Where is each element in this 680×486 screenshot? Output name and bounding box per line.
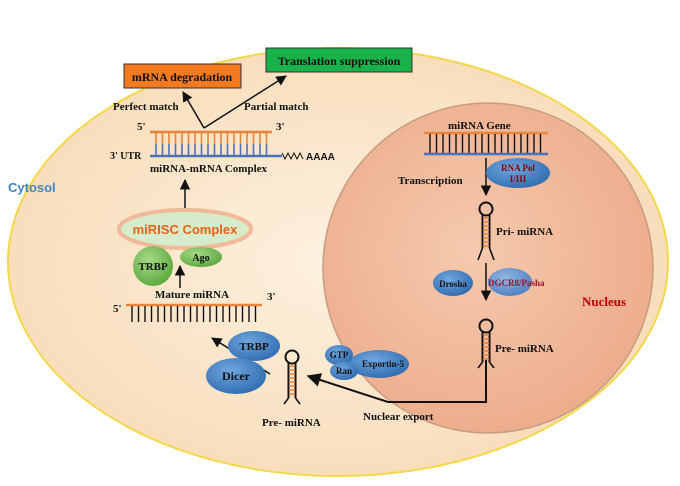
nucleus-compartment (322, 102, 654, 434)
complex-five-prime: 5' (137, 121, 146, 133)
exportin-5-label: Exportin-5 (362, 359, 405, 369)
hairpin-tail-left (283, 397, 290, 405)
dicer-label: Dicer (222, 369, 251, 383)
arrow-nuclear-export (306, 373, 389, 403)
hairpin-tail-left (477, 247, 484, 261)
pasha-name: /Pasha (518, 278, 545, 288)
rna-pol-label-line2: I/III (510, 174, 527, 184)
transcription-label: Transcription (398, 175, 463, 187)
hairpin-tail-right (488, 247, 495, 261)
dgcr8-label: DGCR8/Pasha (488, 278, 545, 288)
dicer-group-trbp-label: TRBP (239, 341, 269, 353)
perfect-match-label: Perfect match (113, 101, 179, 113)
nuclear-pre-mirna-hairpin (477, 318, 495, 369)
exportin-5 (349, 350, 409, 378)
mature-mirna-label: Mature miRNA (155, 289, 229, 301)
cytosol-pre-mirna-hairpin (283, 349, 301, 405)
complex-name: miRNA-mRNA Complex (150, 163, 268, 175)
nuclear-export-label: Nuclear export (363, 411, 434, 423)
drosha (433, 270, 473, 296)
mirisc-complex (117, 208, 253, 250)
hairpin-loop (284, 349, 300, 365)
mature-three-prime: 3' (267, 291, 276, 303)
partial-match-label: Partial match (244, 101, 308, 113)
rna-polymerase (486, 158, 550, 188)
complex-base-pairs (155, 133, 268, 155)
poly-a-tail (281, 151, 304, 161)
drosha-label: Drosha (439, 279, 467, 289)
hairpin-tail-right (294, 397, 301, 405)
mrna-degradation-box (123, 63, 242, 89)
cytosol-pre-mirna-label: Pre- miRNA (262, 417, 321, 429)
nucleus-label: Nucleus (582, 294, 626, 309)
mature-five-prime: 5' (113, 303, 122, 315)
translation-suppression-label: Translation suppression (278, 54, 401, 68)
mirisc-label: miRISC Complex (133, 222, 239, 237)
cytosol-label: Cytosol (8, 180, 56, 195)
risc-ago-label: Ago (192, 253, 209, 264)
hairpin-loop (478, 318, 494, 334)
risc-ago (180, 247, 222, 267)
arrow-to-degradation (182, 91, 205, 129)
dgcr8-name: DGCR8 (488, 278, 519, 288)
poly-a-label: AAAA (306, 152, 335, 163)
pri-mirna-hairpin (477, 201, 495, 261)
ran-label: Ran (336, 366, 352, 376)
dicer (206, 358, 266, 394)
risc-trbp-label: TRBP (138, 261, 168, 273)
gtp-label: GTP (330, 350, 349, 360)
gene-base-pairs (429, 134, 542, 153)
translation-suppression-box (265, 47, 413, 73)
arrow-to-translation-suppression (203, 75, 287, 129)
dicer-group-trbp (228, 331, 280, 361)
complex-three-prime: 3' (276, 121, 285, 133)
hairpin-loop (478, 201, 494, 217)
mature-mirna-bases (131, 306, 257, 322)
dgcr8 (488, 268, 532, 296)
hairpin-tail-right (488, 361, 495, 369)
nuclear-pre-mirna-label: Pre- miRNA (495, 343, 554, 355)
mrna-degradation-label: mRNA degradation (132, 70, 233, 84)
hairpin-tail-left (477, 361, 484, 369)
mirna-gene-label: miRNA Gene (448, 120, 511, 132)
utr-label: 3' UTR (110, 151, 142, 162)
export-path (388, 360, 487, 403)
ran (330, 362, 358, 380)
rna-pol-label-line1: RNA Pol (501, 163, 535, 173)
risc-trbp (133, 246, 173, 286)
pri-mirna-label: Pri- miRNA (496, 226, 553, 238)
gtp (325, 345, 353, 365)
